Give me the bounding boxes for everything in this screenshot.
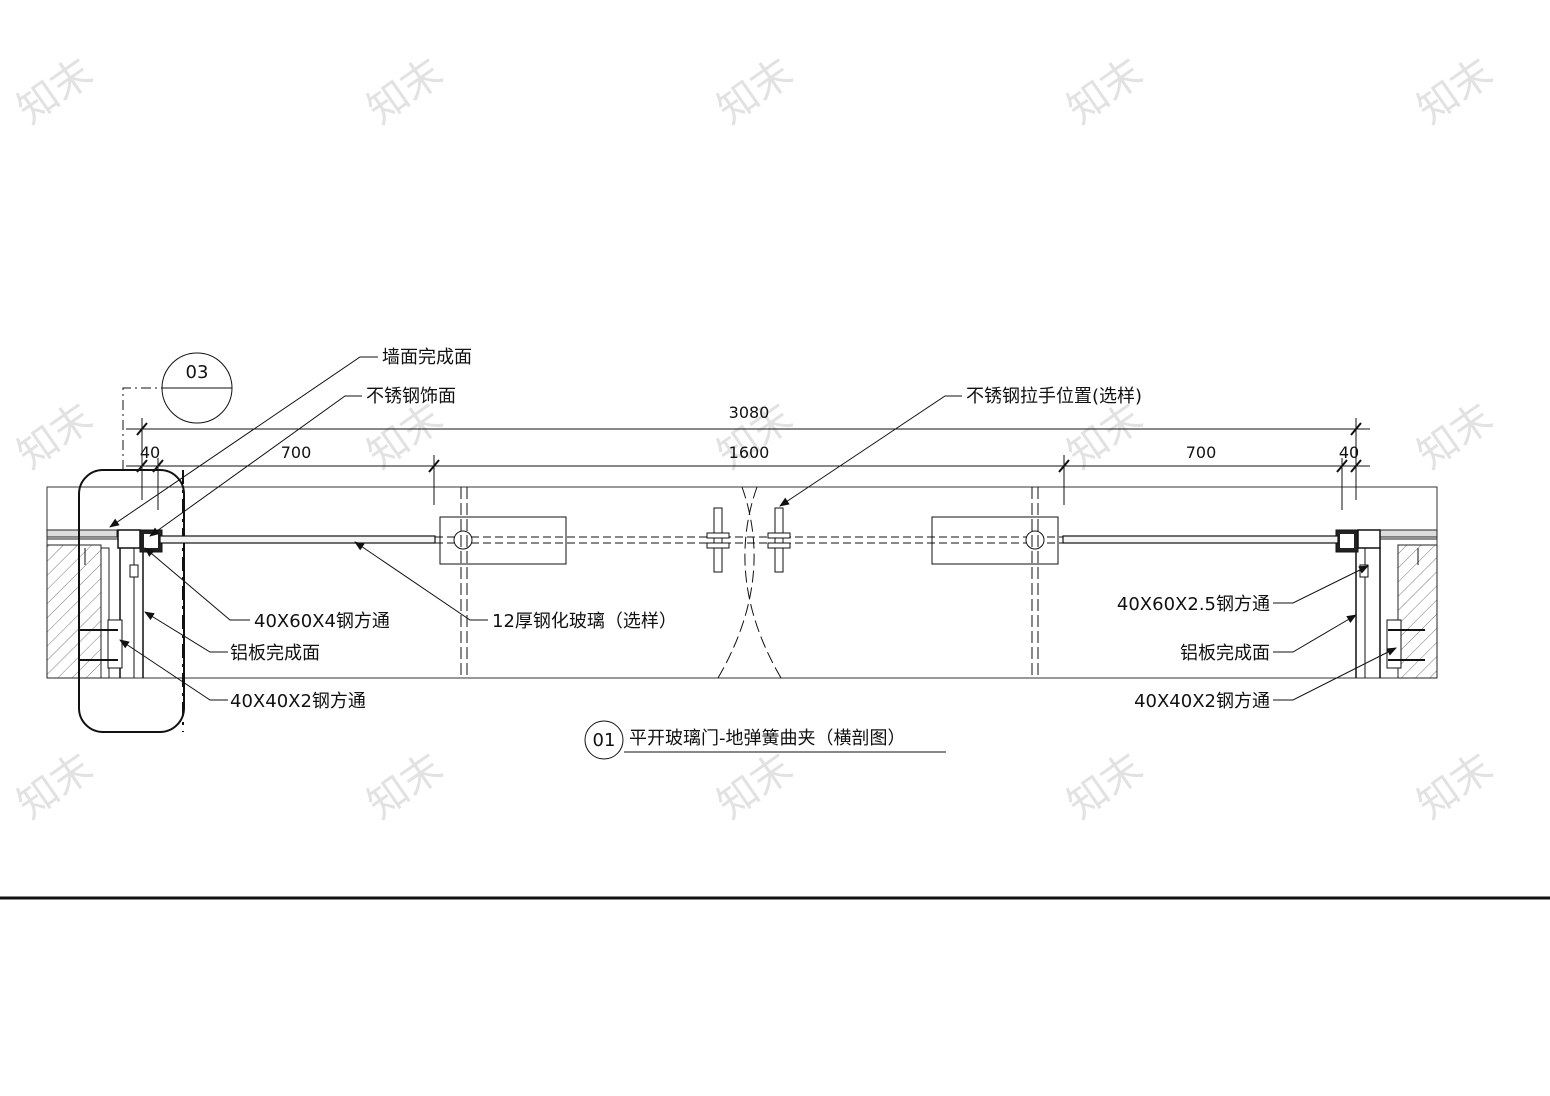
watermark: 知末: [9, 50, 101, 134]
dim-left-leaf: 700: [281, 443, 312, 462]
dim-right-jamb: 40: [1339, 443, 1359, 462]
label-right-steel-tube-sub: 40X40X2钢方通: [1134, 691, 1270, 712]
dim-overall: 3080: [729, 403, 770, 422]
watermark: 知末: [359, 745, 451, 829]
dim-left-jamb: 40: [140, 443, 160, 462]
watermark: 知末: [359, 50, 451, 134]
leader-lines: [109, 356, 1397, 701]
watermark: 知末: [1409, 745, 1501, 829]
drawing-title: 01 平开玻璃门-地弹簧曲夹（横剖图）: [584, 720, 946, 760]
detail-bubble-number: 03: [186, 362, 209, 383]
title-text: 平开玻璃门-地弹簧曲夹（横剖图）: [629, 728, 906, 749]
callout-leader: [122, 387, 162, 470]
watermark: 知末: [9, 395, 101, 479]
label-right-steel-tube-main: 40X60X2.5钢方通: [1117, 594, 1270, 615]
watermark: 知末: [1409, 50, 1501, 134]
watermark: 知末: [1059, 745, 1151, 829]
label-left-aluminum-finish: 铝板完成面: [230, 643, 320, 664]
watermark: 知末: [709, 745, 801, 829]
door-leaves: [435, 486, 1063, 679]
label-wall-finish: 墙面完成面: [382, 347, 472, 368]
label-left-steel-tube-main: 40X60X4钢方通: [254, 611, 390, 632]
dim-right-leaf: 700: [1186, 443, 1217, 462]
watermark: 知末: [1409, 395, 1501, 479]
label-stainless-facing: 不锈钢饰面: [366, 386, 456, 407]
dim-center-opening: 1600: [729, 443, 770, 462]
label-left-steel-tube-sub: 40X40X2钢方通: [230, 691, 366, 712]
watermark: 知末: [9, 745, 101, 829]
left-fixed-glass: [159, 535, 436, 544]
right-fixed-glass: [1062, 535, 1339, 544]
label-tempered-glass: 12厚钢化玻璃（选样）: [492, 611, 677, 632]
right-wall: [1335, 529, 1438, 679]
watermark: 知末: [1059, 50, 1151, 134]
left-wall: [46, 529, 163, 679]
watermark: 知末: [709, 50, 801, 134]
label-handle-position: 不锈钢拉手位置(选样): [966, 386, 1142, 407]
detail-callout-outline: [78, 469, 185, 733]
label-right-aluminum-finish: 铝板完成面: [1180, 643, 1270, 664]
title-number: 01: [593, 730, 616, 751]
dimension-lines: [126, 418, 1370, 510]
